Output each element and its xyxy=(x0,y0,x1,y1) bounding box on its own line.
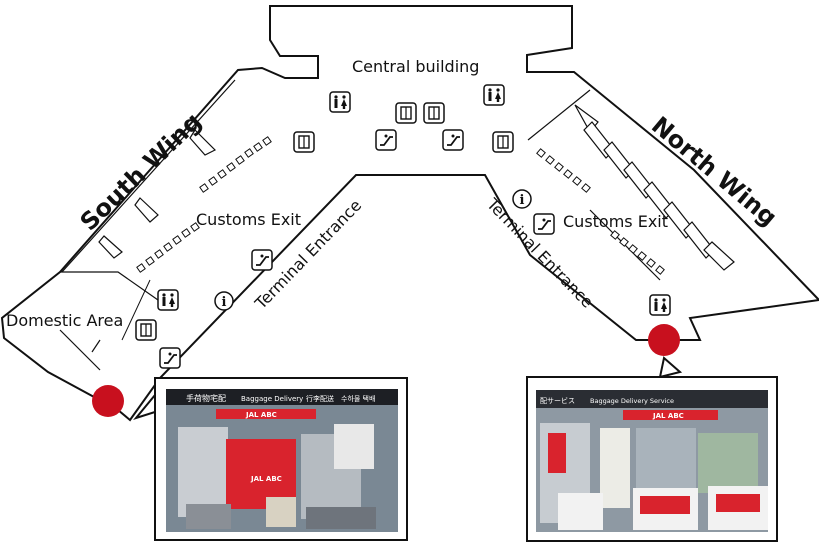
restroom-icon xyxy=(483,84,505,106)
svg-text:수하물 택배: 수하물 택배 xyxy=(341,394,375,403)
information-icon: i xyxy=(512,189,532,209)
svg-text:JAL ABC: JAL ABC xyxy=(245,411,277,419)
domestic-area-label: Domestic Area xyxy=(6,311,123,330)
photo-callout-left: 手荷物宅配 Baggage Delivery 行李配送 수하물 택배 JAL A… xyxy=(154,377,408,541)
escalator-icon xyxy=(159,347,181,369)
gate-panel xyxy=(189,129,217,156)
elevator-icon xyxy=(395,102,417,124)
svg-text:行李配送: 行李配送 xyxy=(306,394,334,403)
central-building-label: Central building xyxy=(352,57,479,76)
gate-panel xyxy=(98,235,123,259)
baggage-counter-photo-right: 配サービス Baggage Delivery Service JAL ABC xyxy=(528,378,776,540)
svg-text:配サービス: 配サービス xyxy=(540,396,575,405)
counter-row-south xyxy=(136,136,272,273)
escalator-icon xyxy=(251,249,273,271)
svg-text:Baggage Delivery Service: Baggage Delivery Service xyxy=(590,397,674,405)
svg-text:JAL ABC: JAL ABC xyxy=(652,412,684,420)
restroom-icon xyxy=(649,294,671,316)
elevator-icon xyxy=(293,131,315,153)
escalator-icon xyxy=(375,129,397,151)
escalator-icon xyxy=(442,129,464,151)
svg-text:Baggage Delivery: Baggage Delivery xyxy=(241,395,303,403)
callout-pointer xyxy=(658,356,683,379)
information-icon: i xyxy=(214,291,234,311)
elevator-icon xyxy=(423,102,445,124)
svg-text:JAL ABC: JAL ABC xyxy=(250,475,282,483)
customs-exit-right-label: Customs Exit xyxy=(563,212,668,231)
photo-callout-right: 配サービス Baggage Delivery Service JAL ABC xyxy=(526,376,778,542)
gate-panel xyxy=(134,197,159,223)
elevator-icon xyxy=(492,131,514,153)
baggage-counter-photo-left: 手荷物宅配 Baggage Delivery 行李配送 수하물 택배 JAL A… xyxy=(156,379,406,539)
svg-text:i: i xyxy=(222,295,227,310)
location-marker-icon[interactable] xyxy=(648,324,680,356)
location-marker-icon[interactable] xyxy=(92,385,124,417)
gate-panels-north xyxy=(574,104,735,271)
svg-text:手荷物宅配: 手荷物宅配 xyxy=(186,393,226,403)
restroom-icon xyxy=(157,289,179,311)
escalator-icon xyxy=(533,213,555,235)
customs-exit-left-label: Customs Exit xyxy=(196,210,301,229)
svg-text:i: i xyxy=(520,193,525,208)
restroom-icon xyxy=(329,91,351,113)
elevator-icon xyxy=(135,319,157,341)
counter-row-north xyxy=(536,148,665,275)
